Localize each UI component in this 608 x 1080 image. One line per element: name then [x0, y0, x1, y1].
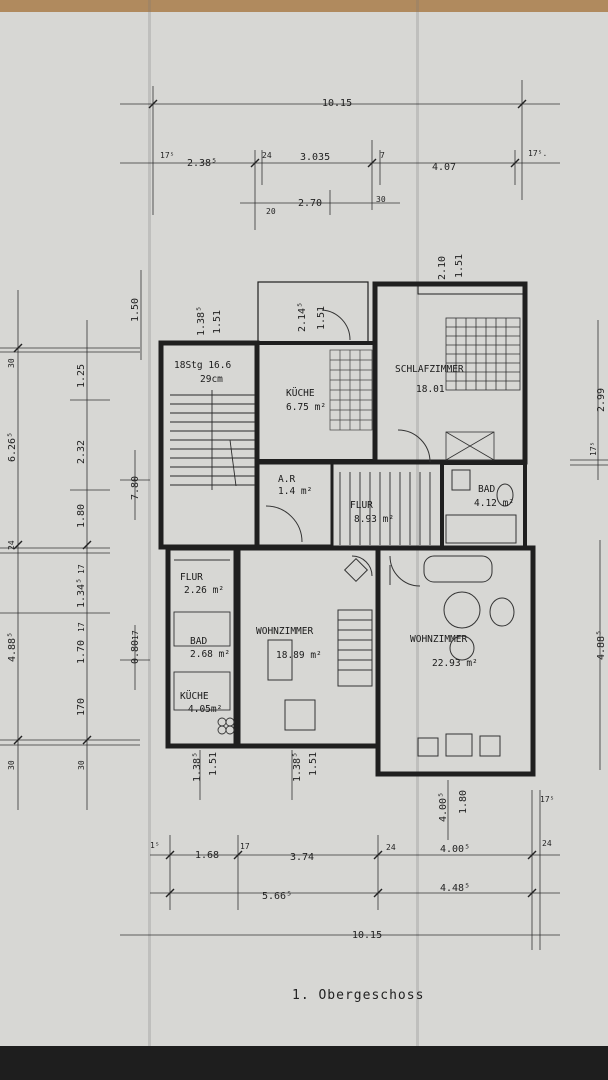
dim-row2-a: 20	[266, 207, 276, 216]
dim-left-24: 24	[7, 540, 16, 550]
dim-bot-5665: 5.66⁵	[262, 891, 292, 902]
dim-top-total: 10.15	[322, 98, 352, 109]
dim-kitchen-v2: 1.51	[316, 306, 327, 330]
dim-top-a-small: 17⁵	[160, 151, 174, 160]
dim-stair-v2: 1.51	[212, 310, 223, 334]
dim-right-175: 17⁵	[589, 442, 598, 456]
dim-stair-v1: 1.38⁵	[196, 306, 207, 336]
room-flur-name: FLUR	[350, 500, 373, 511]
dim-bot-total: 10.15	[352, 930, 382, 941]
dim-left-4885: 4.88⁵	[7, 632, 18, 662]
stair-info-line1: 18Stg 16.6	[174, 360, 231, 371]
dim-row2-b: 2.70	[298, 198, 322, 209]
dim-bot-168: 1.68	[195, 850, 219, 861]
table-surface	[0, 0, 608, 12]
dim-top-c-end: 17⁵.	[528, 149, 547, 158]
dim-bot-v1: 1.38⁵	[192, 752, 203, 782]
door-swings	[265, 309, 431, 587]
room-flur2-name: FLUR	[180, 572, 203, 583]
room-kueche-area: 6.75 m²	[286, 402, 326, 413]
dim-right-4885: 4.88⁵	[596, 630, 607, 660]
dim-left-232: 2.32	[76, 440, 87, 464]
dark-table-edge	[0, 1046, 608, 1080]
dim-top-c: 4.07	[432, 162, 456, 173]
dimension-labels: 10.15 2.38⁵ 17⁵ 24 3.035 7 4.07 17⁵. 20 …	[7, 98, 607, 941]
dim-left-17a: 17	[77, 564, 86, 574]
room-schlaf-name: SCHLAFZIMMER	[395, 364, 464, 375]
room-wohn1-area: 18.89 m²	[276, 650, 322, 661]
dim-bot-374: 3.74	[290, 852, 314, 863]
dim-left-17c: 17	[131, 630, 140, 640]
small-apartment-fixtures	[173, 559, 235, 735]
dim-left-170a: 1.70	[76, 640, 87, 664]
room-kueche2-area: 4.05m²	[188, 704, 222, 715]
dim-left-080: 0.80	[130, 640, 141, 664]
room-labels: 18Stg 16.6 29cm KÜCHE 6.75 m² SCHLAFZIMM…	[174, 360, 514, 715]
room-kueche2-name: KÜCHE	[180, 691, 209, 702]
dim-left-170b: 170	[76, 698, 87, 716]
dim-bot-24a: 24	[386, 843, 396, 852]
room-bad2-area: 2.68 m²	[190, 649, 230, 660]
living-room-furniture	[389, 555, 515, 757]
paper-fold	[148, 0, 151, 1080]
dim-bot-175a: 17⁵	[540, 795, 554, 804]
room-bad-name: BAD	[478, 484, 495, 495]
staircase	[170, 390, 255, 490]
dim-bot-175b: 1⁵	[150, 841, 160, 850]
outer-walls	[158, 281, 536, 777]
living-room-furniture-2	[267, 557, 373, 731]
dim-bot-4005: 4.00⁵	[440, 844, 470, 855]
dim-bot-v4: 1.51	[308, 752, 319, 776]
dim-top-b-small: 24	[262, 151, 272, 160]
dim-left-30b: 30	[7, 760, 16, 770]
dim-top-c-small: 7	[380, 151, 385, 160]
room-wohn2-name: WOHNZIMMER	[410, 634, 467, 645]
dim-left-125: 1.25	[76, 364, 87, 388]
room-kueche-name: KÜCHE	[286, 388, 315, 399]
dim-bot-24b: 24	[542, 839, 552, 848]
dim-left-30c: 30	[77, 760, 86, 770]
dimension-lines	[0, 80, 608, 950]
dim-left-760: 7.80	[130, 476, 141, 500]
room-ar-area: 1.4 m²	[278, 486, 312, 497]
dim-left-180: 1.80	[76, 504, 87, 528]
dim-left-6265: 6.26⁵	[7, 432, 18, 462]
room-bad2-name: BAD	[190, 636, 207, 647]
dim-kitchen-v1: 2.14⁵	[297, 302, 308, 332]
kitchen-tiles	[329, 349, 373, 431]
room-flur-area: 8.93 m²	[354, 514, 394, 525]
dim-bot-v2: 1.51	[208, 752, 219, 776]
dim-left-17b: 17	[77, 622, 86, 632]
dim-left-30a: 30	[7, 358, 16, 368]
room-bad-area: 4.12 m²	[474, 498, 514, 509]
dimension-ticks	[13, 99, 537, 898]
dim-bot-4485: 4.48⁵	[440, 883, 470, 894]
room-schlaf-area: 18.01	[416, 384, 445, 395]
room-flur2-area: 2.26 m²	[184, 585, 224, 596]
room-ar-name: A.R	[278, 474, 295, 485]
dim-bot-17: 17	[240, 842, 250, 851]
stair-info-line2: 29cm	[200, 374, 223, 385]
room-wohn2-area: 22.93 m²	[432, 658, 478, 669]
paper-fold	[416, 0, 419, 1080]
dim-row2-c: 30	[376, 195, 386, 204]
dim-right-299: 2.99	[596, 388, 607, 412]
dim-bed-v2: 1.51	[454, 254, 465, 278]
dim-bot-v3: 1.38⁵	[292, 752, 303, 782]
room-wohn1-name: WOHNZIMMER	[256, 626, 313, 637]
hall-stairs	[339, 472, 431, 545]
dim-left-1345: 1.34⁵	[76, 578, 87, 608]
bed-symbol	[445, 317, 521, 461]
drawing-title: 1. Obergeschoss	[292, 988, 424, 1003]
dim-bot-v5: 4.00⁵	[438, 792, 449, 822]
dim-bot-v6: 1.80	[458, 790, 469, 814]
dim-left-150: 1.50	[130, 298, 141, 322]
dim-top-a: 2.38⁵	[187, 158, 217, 169]
dim-top-b: 3.035	[300, 152, 330, 163]
dim-bed-v1: 2.10	[437, 256, 448, 280]
bath-fixtures	[445, 469, 517, 544]
